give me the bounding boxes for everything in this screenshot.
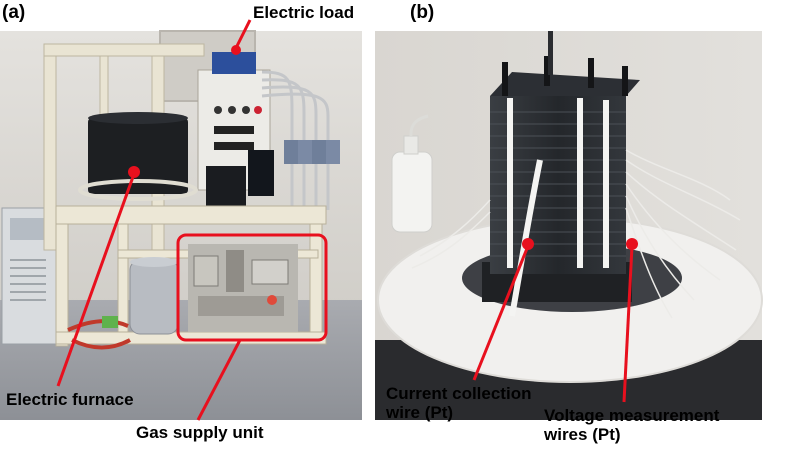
support-rod [548,31,553,75]
photo-b [375,31,763,420]
dot-electric-furnace [128,166,140,178]
label-voltage-measurement-line1: Voltage measurement [544,406,720,425]
electric-furnace-body [88,118,188,194]
cables-red [67,319,131,350]
control-panel-buttons [214,106,262,150]
gas-cylinder-top [130,257,178,267]
electric-furnace-top [88,112,188,124]
monitor [248,150,274,196]
label-electric-furnace: Electric furnace [6,390,134,409]
panel-label-a: (a) [2,2,26,23]
dot-current-collection [522,238,534,250]
panel-label-b: (b) [410,2,435,23]
chiller-vents [10,259,46,301]
callouts [56,19,634,421]
gas-supply-components [188,244,298,332]
gas-cylinder [129,259,179,335]
callout-line-gas-supply [196,339,242,421]
gas-pipes [261,70,330,210]
callout-line-current-collection [472,245,530,381]
callout-box-gas-supply [176,233,328,342]
dot-electric-load [231,45,241,55]
flow-controllers [284,140,340,164]
callout-dots [128,45,638,250]
electric-load-device [212,52,256,74]
label-current-collection-line1: Current collection [386,384,532,403]
label-current-collection: Current collection wire (Pt) [386,384,531,422]
stack-bolts [502,56,628,96]
dot-voltage [626,238,638,250]
callout-line-voltage [622,245,634,403]
label-voltage-measurement: Voltage measurement wires (Pt) [544,406,719,444]
wash-bottle [391,114,433,233]
green-tape [102,316,118,328]
voltage-wires [411,149,741,319]
callout-line-electric-furnace [56,173,136,387]
photo-a [0,30,362,420]
pc-box [206,166,246,210]
label-electric-load: Electric load [253,3,355,22]
chiller-panel [10,218,46,240]
furnace-ring [78,179,198,201]
label-voltage-measurement-line2: wires (Pt) [544,425,621,445]
label-current-collection-line2: wire (Pt) [386,403,454,423]
stack-top-plate [490,72,640,96]
callout-line-electric-load [234,19,252,49]
label-gas-supply-unit: Gas supply unit [136,423,264,442]
table-top [55,205,327,225]
